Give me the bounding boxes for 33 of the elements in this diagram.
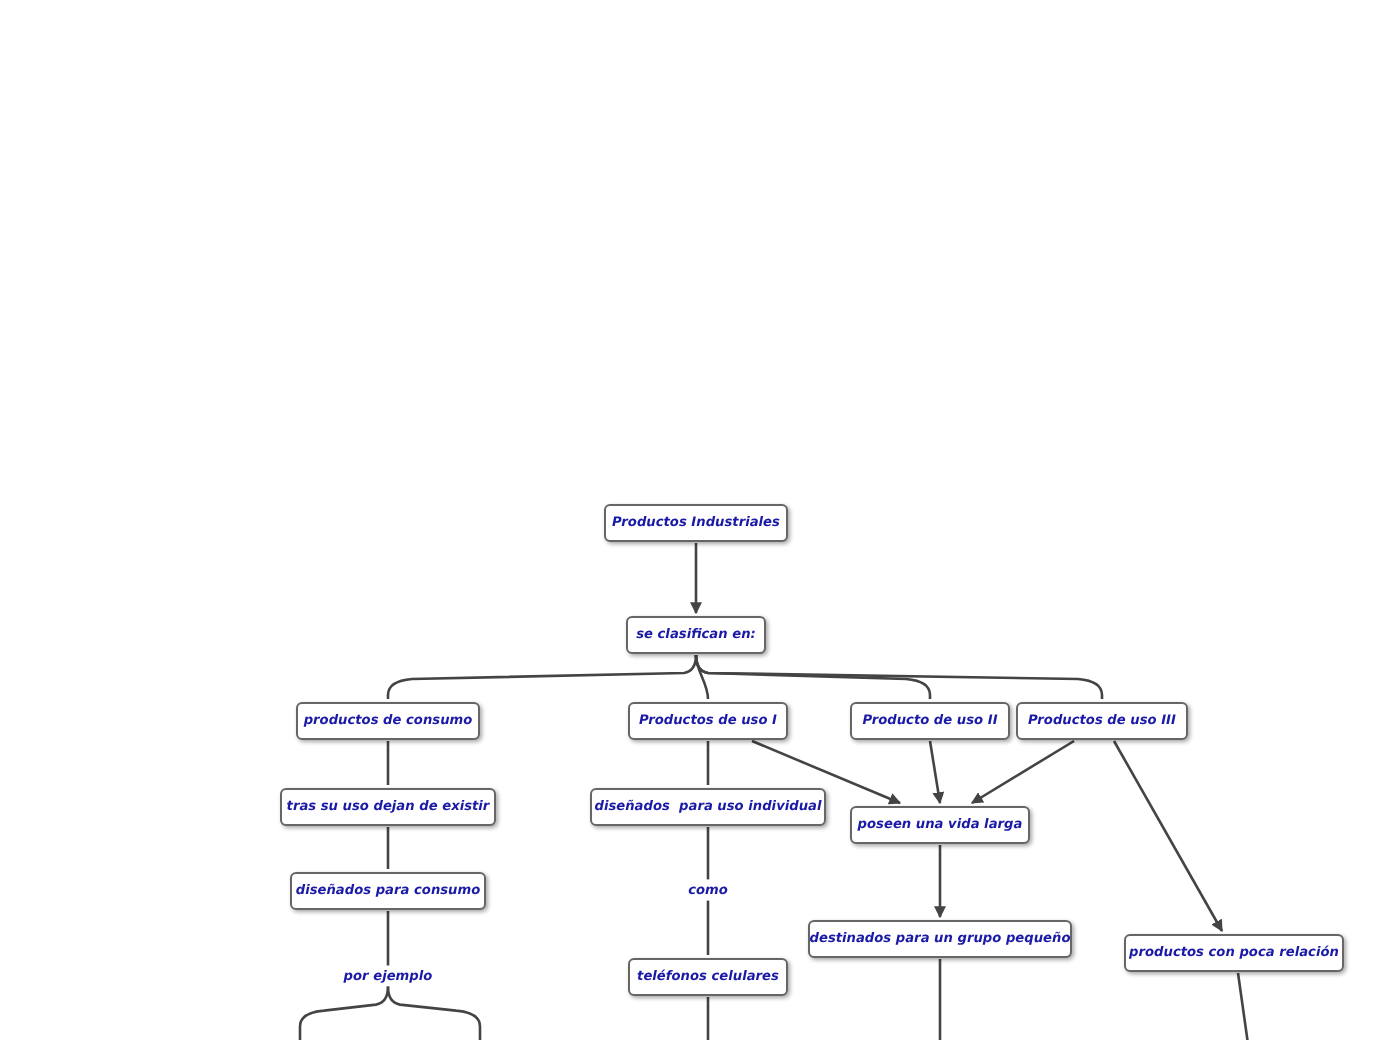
concept-box <box>590 787 826 825</box>
concept-box <box>1016 701 1188 739</box>
connector-line <box>938 959 942 1040</box>
connector-line <box>706 741 710 785</box>
connector-line <box>386 911 390 966</box>
concept-box <box>296 701 480 739</box>
connector-line <box>706 997 710 1040</box>
concept-box <box>628 701 788 739</box>
connector-line <box>694 654 710 700</box>
arrow <box>928 740 945 805</box>
connector-line <box>706 827 710 880</box>
concept-box <box>628 957 788 995</box>
connector-line <box>386 741 390 785</box>
arrow <box>970 739 1075 805</box>
arrow <box>934 845 946 919</box>
connector-line <box>298 986 390 1040</box>
arrow <box>1112 740 1224 933</box>
concept-box <box>1124 933 1344 971</box>
concept-box <box>808 919 1072 957</box>
connector-line <box>706 900 710 955</box>
arrow <box>751 739 902 805</box>
connector-line <box>694 654 1104 699</box>
concept-box <box>280 787 496 825</box>
connector-line <box>1236 972 1250 1040</box>
concept-box <box>604 503 788 541</box>
connector-line <box>386 827 390 869</box>
concept-box <box>850 805 1030 843</box>
connector-line <box>386 986 482 1040</box>
concept-box <box>290 871 486 909</box>
connector-line <box>386 654 698 699</box>
concept-box <box>626 615 766 653</box>
arrow <box>690 543 702 615</box>
concept-box <box>850 701 1010 739</box>
